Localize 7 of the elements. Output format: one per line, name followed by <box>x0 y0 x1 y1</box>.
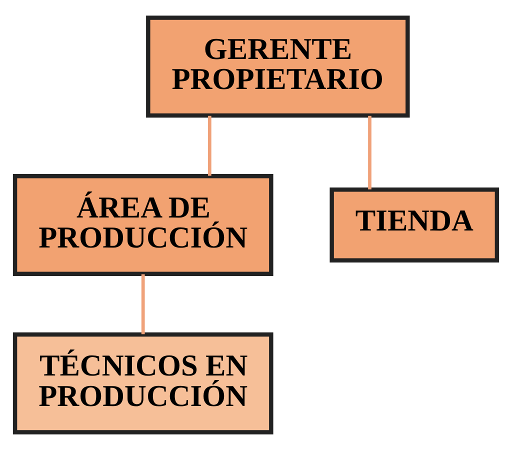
node-box: TIENDA <box>330 188 500 262</box>
connector <box>368 116 372 190</box>
connector <box>141 274 145 334</box>
node-box: ÁREA DE PRODUCCIÓN <box>12 174 274 276</box>
connector <box>208 116 212 176</box>
node-box: GERENTE PROPIETARIO <box>146 16 410 118</box>
node-box: TÉCNICOS EN PRODUCCIÓN <box>12 332 274 434</box>
